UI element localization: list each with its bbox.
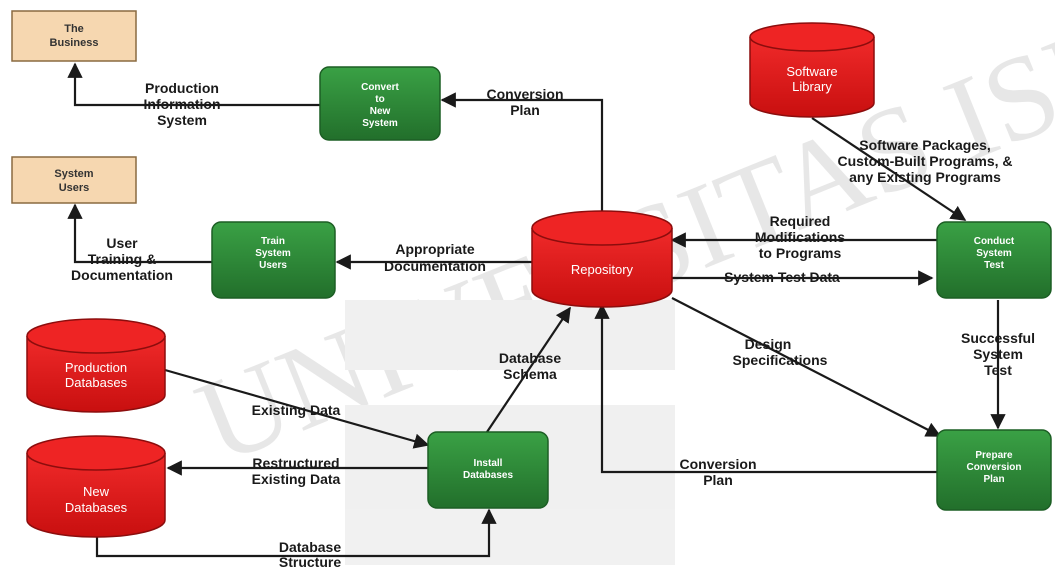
arrow-repository-to-convert [440, 92, 604, 212]
process-install-databases: Install Databases [427, 431, 549, 509]
the-business-line1: The [64, 23, 84, 35]
label-successful-test-1: Successful [961, 330, 1035, 346]
label-database-structure-2: Structure [279, 554, 341, 569]
label-required-mods-1: Required [770, 213, 831, 229]
library-line2: Library [792, 79, 832, 94]
label-required-mods-2: Modifications [755, 229, 845, 245]
install-line2: Databases [463, 470, 513, 481]
label-software-packages-2: Custom-Built Programs, & [837, 153, 1012, 169]
store-new-databases: New Databases [26, 435, 166, 538]
label-database-schema-1: Database [499, 350, 561, 366]
arrow-convert-to-business [67, 62, 320, 107]
process-convert-to-new-system: Convert to New System [319, 66, 441, 141]
arrow-prod-to-install [164, 368, 430, 449]
label-conversion-plan-bottom-2: Plan [703, 472, 733, 488]
new-db-line1: New [83, 484, 110, 499]
production-db-line2: Databases [65, 375, 128, 390]
label-software-packages-1: Software Packages, [859, 137, 991, 153]
new-db-line2: Databases [65, 500, 128, 515]
label-appropriate-doc-2: Documentation [384, 258, 486, 274]
label-conversion-plan-top-1: Conversion [486, 86, 563, 102]
prepare-line1: Prepare [975, 450, 1013, 461]
arrow-library-to-test [811, 117, 967, 221]
label-conversion-plan-bottom-1: Conversion [679, 456, 756, 472]
production-db-line1: Production [65, 360, 127, 375]
label-software-packages-3: any Existing Programs [849, 169, 1001, 185]
repository-label: Repository [571, 262, 634, 277]
label-user-training-3: Documentation [71, 267, 173, 283]
train-line2: System [255, 248, 291, 259]
store-software-library: Software Library [749, 22, 875, 118]
process-train-system-users: Train System Users [211, 221, 336, 299]
test-line2: System [976, 248, 1012, 259]
store-production-databases: Production Databases [26, 318, 166, 413]
store-repository: Repository [531, 210, 673, 308]
process-prepare-conversion-plan: Prepare Conversion Plan [936, 429, 1052, 511]
arrow-install-to-repository [486, 306, 571, 433]
external-the-business: The Business [11, 10, 137, 62]
label-appropriate-doc-1: Appropriate [395, 241, 475, 257]
label-user-training-1: User [106, 235, 138, 251]
test-line3: Test [984, 260, 1004, 271]
the-business-line2: Business [50, 37, 99, 49]
arrow-new-to-install [95, 508, 497, 558]
test-line1: Conduct [974, 236, 1015, 247]
label-production-info-3: System [157, 112, 207, 128]
prepare-line2: Conversion [966, 462, 1021, 473]
convert-line4: System [362, 118, 398, 129]
label-production-info-2: Information [144, 96, 221, 112]
connectors [67, 62, 1006, 558]
library-line1: Software [786, 64, 837, 79]
convert-line2: to [375, 94, 384, 105]
install-line1: Install [474, 458, 503, 469]
label-successful-test-2: System [973, 346, 1023, 362]
system-users-line1: System [54, 168, 93, 180]
system-users-line2: Users [59, 182, 90, 194]
label-required-mods-3: to Programs [759, 245, 842, 261]
arrow-prepare-to-repository [594, 303, 937, 474]
train-line3: Users [259, 260, 287, 271]
label-system-test-data: System Test Data [724, 269, 840, 285]
label-restructured-2: Existing Data [252, 471, 341, 487]
label-design-specs-2: Specifications [733, 352, 828, 368]
train-line1: Train [261, 236, 285, 247]
convert-line3: New [370, 106, 391, 117]
external-system-users: System Users [11, 156, 137, 204]
label-existing-data: Existing Data [252, 402, 341, 418]
arrow-train-to-users [67, 203, 212, 264]
label-conversion-plan-top-2: Plan [510, 102, 540, 118]
label-database-schema-2: Schema [503, 366, 557, 382]
flow-labels: Production Information System Conversion… [71, 80, 1035, 569]
label-successful-test-3: Test [984, 362, 1012, 378]
label-restructured-1: Restructured [252, 455, 339, 471]
convert-line1: Convert [361, 82, 399, 93]
prepare-line3: Plan [983, 474, 1004, 485]
label-production-info-1: Production [145, 80, 219, 96]
label-database-structure-1: Database [279, 539, 341, 555]
process-conduct-system-test: Conduct System Test [936, 221, 1052, 299]
arrow-repository-to-prepare [671, 297, 942, 437]
label-user-training-2: Training & [88, 251, 156, 267]
label-design-specs-1: Design [745, 336, 792, 352]
